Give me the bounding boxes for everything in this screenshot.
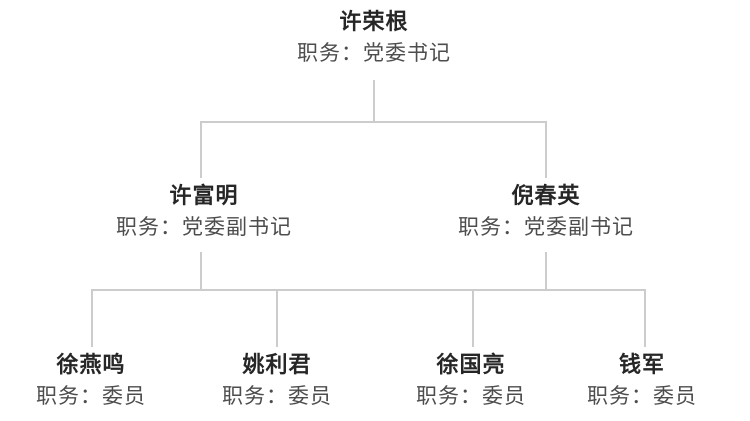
node-title: 职务：委员: [36, 385, 146, 408]
org-node-member-3[interactable]: 徐国亮 职务：委员: [416, 351, 526, 410]
connector-deputy2-up: [545, 121, 547, 178]
node-name: 许荣根: [339, 9, 409, 34]
node-name: 徐国亮: [436, 352, 506, 377]
connector-member2-up: [276, 289, 278, 347]
connector-level1-horizontal: [200, 121, 547, 123]
connector-deputy1-drop: [200, 252, 202, 291]
node-name: 倪春英: [511, 183, 581, 208]
node-title: 职务：委员: [587, 385, 697, 408]
node-title: 职务：委员: [416, 385, 526, 408]
connector-member1-up: [91, 289, 93, 347]
connector-deputy1-up: [200, 121, 202, 178]
node-title: 职务：委员: [222, 385, 332, 408]
org-node-secretary[interactable]: 许荣根 职务：党委书记: [297, 8, 451, 67]
node-name: 钱军: [618, 352, 665, 377]
org-node-deputy-1[interactable]: 许富明 职务：党委副书记: [116, 182, 292, 241]
org-node-deputy-2[interactable]: 倪春英 职务：党委副书记: [458, 182, 634, 241]
connector-member3-up: [472, 289, 474, 347]
node-title: 职务：党委副书记: [458, 216, 634, 239]
node-name: 许富明: [169, 183, 239, 208]
org-node-member-2[interactable]: 姚利君 职务：委员: [222, 351, 332, 410]
connector-member4-up: [644, 289, 646, 347]
org-node-member-4[interactable]: 钱军 职务：委员: [587, 351, 697, 410]
connector-deputy2-drop: [545, 252, 547, 291]
node-title: 职务：党委副书记: [116, 216, 292, 239]
node-title: 职务：党委书记: [297, 42, 451, 65]
org-node-member-1[interactable]: 徐燕鸣 职务：委员: [36, 351, 146, 410]
connector-level2-horizontal: [91, 289, 646, 291]
node-name: 徐燕鸣: [56, 352, 126, 377]
connector-root-drop: [373, 80, 375, 123]
node-name: 姚利君: [242, 352, 312, 377]
